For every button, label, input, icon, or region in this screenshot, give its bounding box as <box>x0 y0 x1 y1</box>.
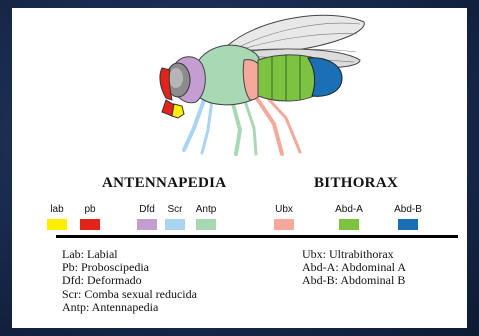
gene-box-pb <box>80 219 100 230</box>
chromosome-line <box>56 235 458 238</box>
complex-bithorax-title: BITHORAX <box>314 175 398 192</box>
legend-item: Abd-B: Abdominal B <box>302 274 406 287</box>
gene-label-dfd: Dfd <box>139 204 155 215</box>
gene-box-abd-b <box>398 219 418 230</box>
diagram-panel: ANTENNAPEDIA BITHORAX lab pb Dfd Scr Ant… <box>12 8 467 328</box>
gene-label-abd-a: Abd-A <box>335 204 363 215</box>
legend-item: Scr: Comba sexual reducida <box>62 288 197 301</box>
complex-antennapedia-title: ANTENNAPEDIA <box>102 175 226 192</box>
legend-bithorax: Ubx: Ultrabithorax Abd-A: Abdominal A Ab… <box>302 248 406 288</box>
gene-label-abd-b: Abd-B <box>394 204 422 215</box>
gene-box-antp <box>196 219 216 230</box>
gene-label-ubx: Ubx <box>275 204 293 215</box>
legend-antennapedia: Lab: Labial Pb: Proboscipedia Dfd: Defor… <box>62 248 197 314</box>
gene-box-lab <box>47 219 67 230</box>
gene-box-dfd <box>137 219 157 230</box>
gene-label-lab: lab <box>50 204 63 215</box>
gene-label-pb: pb <box>84 204 95 215</box>
gene-label-antp: Antp <box>196 204 217 215</box>
gene-box-abd-a <box>339 219 359 230</box>
fly-labial <box>172 104 184 118</box>
legend-item: Dfd: Deformado <box>62 274 197 287</box>
gene-box-scr <box>165 219 185 230</box>
gene-box-ubx <box>274 219 294 230</box>
legend-item: Antp: Antennapedia <box>62 301 197 314</box>
fly-illustration <box>132 8 372 158</box>
gene-label-scr: Scr <box>168 204 183 215</box>
